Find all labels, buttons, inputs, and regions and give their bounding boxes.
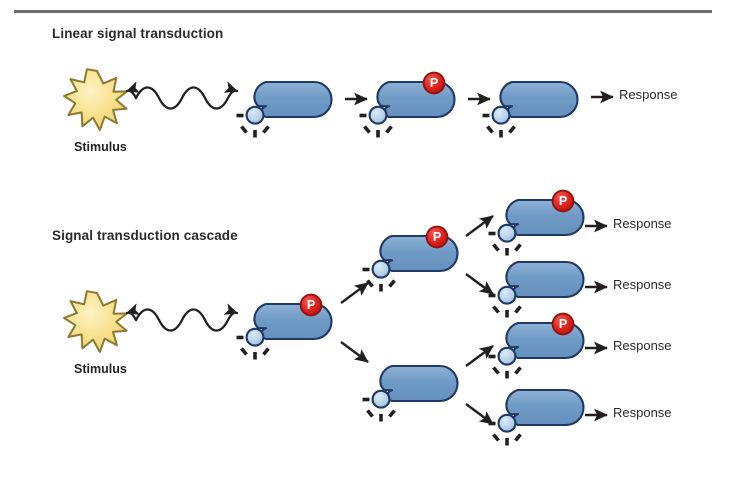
response-label-cascade-4: Response — [613, 405, 672, 420]
section-heading-cascade: Signal transduction cascade — [52, 228, 238, 243]
arrow-cascade-2a-down — [465, 273, 494, 295]
cascade-protein-1 — [234, 293, 334, 362]
linear-protein-1 — [234, 80, 334, 140]
arrow-cascade-1-down — [340, 341, 369, 363]
response-label-cascade-3: Response — [613, 338, 672, 353]
stimulus-star-linear — [63, 68, 128, 131]
cascade-protein-2a — [360, 225, 460, 294]
cascade-protein-3d — [486, 388, 586, 448]
arrow-cascade-2b-down — [465, 403, 494, 425]
cascade-protein-3a — [486, 189, 586, 258]
cascade-protein-3c — [486, 312, 586, 381]
cascade-protein-3b — [486, 260, 586, 320]
response-label-linear: Response — [619, 87, 678, 102]
arrow-cascade-2a-up — [465, 215, 494, 237]
section-heading-linear: Linear signal transduction — [52, 26, 224, 41]
top-divider-rule — [14, 10, 712, 13]
stimulus-star-cascade — [63, 290, 128, 353]
response-label-cascade-1: Response — [613, 216, 672, 231]
stimulus-label-linear: Stimulus — [74, 140, 127, 154]
arrow-cascade-2b-up — [465, 345, 494, 367]
stimulus-label-cascade: Stimulus — [74, 362, 127, 376]
arrow-cascade-1-up — [340, 282, 369, 304]
cascade-protein-2b — [360, 364, 460, 424]
wavy-signal-arrow-cascade — [125, 303, 239, 332]
response-label-cascade-2: Response — [613, 277, 672, 292]
wavy-signal-arrow-linear — [125, 81, 239, 110]
linear-protein-3 — [480, 80, 580, 140]
linear-protein-2 — [357, 71, 457, 140]
